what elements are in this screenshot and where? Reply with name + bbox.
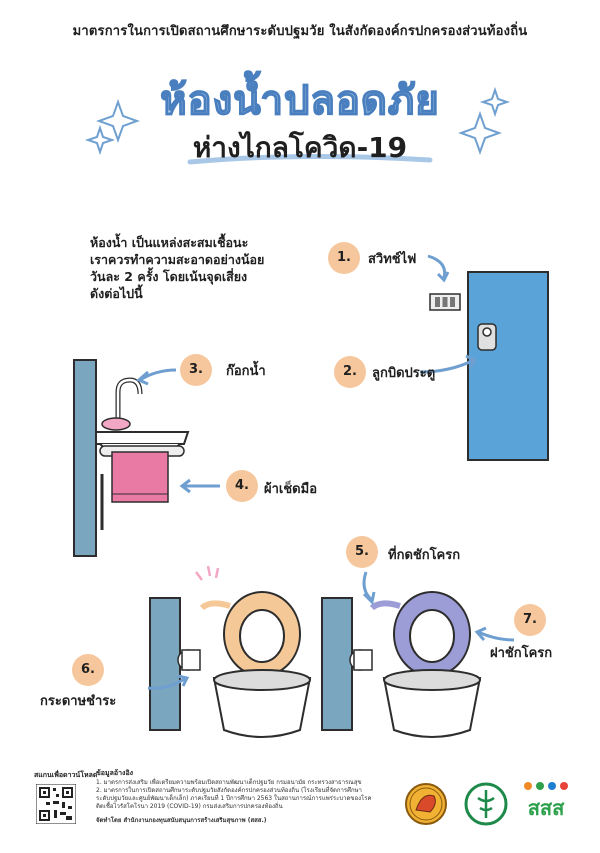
header-top-line: มาตรการในการเปิดสถานศึกษาระดับปฐมวัย ในส… bbox=[72, 24, 528, 39]
arrow-icon bbox=[477, 630, 515, 642]
point-label-toilet-lid: ฝาชักโครก bbox=[490, 646, 553, 661]
page-title: ห้องน้ำปลอดภัย bbox=[160, 77, 440, 125]
intro-line: ห้องน้ำ เป็นแหล่งสะสมเชื้อนะ bbox=[90, 235, 249, 250]
organization-credit: จัดทำโดย สำนักงานกองทุนสนับสนุนการสร้างเ… bbox=[96, 817, 267, 824]
intro-line: เราควรทำความสะอาดอย่างน้อย bbox=[90, 252, 265, 267]
sparkle-icon bbox=[479, 86, 511, 118]
reference-line: 2. มาตรการในการเปิดสถานศึกษาระดับปฐมวัยส… bbox=[96, 787, 362, 794]
point-badge: 4. bbox=[226, 470, 258, 502]
wall-shape bbox=[321, 597, 353, 731]
sparkle-icon bbox=[458, 111, 502, 155]
arrow-icon bbox=[147, 676, 187, 690]
references-title: ข้อมูลอ้างอิง bbox=[96, 769, 134, 777]
point-badge: 5. bbox=[346, 536, 378, 568]
qr-code-icon[interactable] bbox=[36, 784, 76, 824]
point-label-door-knob: ลูกบิดประตู bbox=[372, 366, 436, 381]
qr-label: สแกนเพื่อดาวน์โหลด bbox=[34, 771, 98, 779]
point-label-light-switch: สวิทช์ไฟ bbox=[368, 252, 417, 267]
arrow-icon bbox=[419, 358, 475, 374]
wall-shape bbox=[149, 597, 181, 731]
intro-line: ดังต่อไปนี้ bbox=[90, 286, 143, 301]
point-label-faucet: ก๊อกน้ำ bbox=[226, 364, 266, 379]
wall-shape bbox=[73, 359, 97, 557]
toilet-bowl-shape bbox=[382, 677, 482, 738]
point-label-towel: ผ้าเช็ดมือ bbox=[264, 482, 318, 497]
reference-line: ระดับปฐมวัยและศูนย์พัฒนาเด็กเล็ก) ภาคเรี… bbox=[96, 795, 372, 802]
references-block: ข้อมูลอ้างอิง 1. มาตรการส่งเสริม เพื่อเต… bbox=[96, 768, 396, 825]
flush-handle-icon bbox=[369, 600, 401, 611]
ministry-health-logo bbox=[464, 782, 508, 826]
point-badge: 1. bbox=[328, 242, 360, 274]
sparkle-decorations bbox=[84, 86, 511, 165]
point-label-flush: ที่กดชักโครก bbox=[388, 548, 461, 563]
point-label-toilet-paper: กระดาษชำระ bbox=[40, 694, 117, 709]
point-badge: 2. bbox=[334, 356, 366, 388]
reference-line: ติดเชื้อไวรัสโคโรนา 2019 (COVID-19) กรมส… bbox=[96, 803, 283, 810]
reference-line: 1. มาตรการส่งเสริม เพื่อเตรียมความพร้อมเ… bbox=[96, 779, 362, 786]
point-badge: 6. bbox=[72, 654, 104, 686]
shine-icon bbox=[195, 565, 220, 581]
intro-line: วันละ 2 ครั้ง โดยเน้นจุดเสี่ยง bbox=[90, 269, 248, 284]
door-shape bbox=[467, 271, 549, 461]
toilet-bowl-shape bbox=[212, 677, 312, 738]
thaihealth-wordmark: สสส bbox=[527, 796, 565, 820]
faucet-icon bbox=[115, 377, 143, 420]
arrow-icon bbox=[427, 254, 447, 279]
sparkle-icon bbox=[84, 124, 116, 156]
thaihealth-logo: สสส bbox=[516, 778, 576, 819]
point-badge: 3. bbox=[180, 354, 212, 386]
intro-text: ห้องน้ำ เป็นแหล่งสะสมเชื้อนะ เราควรทำควา… bbox=[90, 234, 320, 302]
point-badge: 7. bbox=[514, 604, 546, 636]
people-icon bbox=[524, 782, 568, 790]
sparkle-icon bbox=[96, 99, 140, 143]
provincial-seal-logo bbox=[405, 783, 447, 825]
page-subtitle: ห่างไกลโควิด-19 bbox=[192, 131, 408, 164]
underline-stroke bbox=[187, 153, 433, 165]
sink-shape bbox=[95, 431, 190, 445]
